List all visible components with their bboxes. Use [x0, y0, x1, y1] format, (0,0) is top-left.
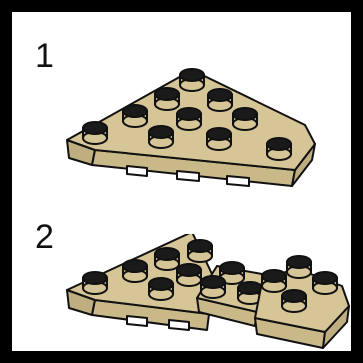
stud [233, 108, 257, 130]
stud [267, 138, 291, 160]
stud [177, 108, 201, 130]
stud [207, 128, 231, 150]
instruction-panel: 1 2 [12, 12, 351, 351]
stud [83, 122, 107, 144]
step-number-2: 2 [35, 220, 54, 254]
stud [313, 272, 337, 294]
stud [287, 256, 311, 278]
step-2-illustration [57, 234, 357, 352]
stud [177, 264, 201, 286]
stud [123, 260, 147, 282]
stud [83, 272, 107, 294]
stud [188, 240, 212, 262]
stud [208, 89, 232, 111]
stud [123, 105, 147, 127]
step-1-illustration [57, 62, 327, 192]
stud [180, 69, 204, 91]
stud [282, 290, 306, 312]
stud [201, 276, 225, 298]
stud [262, 270, 286, 292]
step-number-1: 1 [35, 39, 54, 73]
stud [149, 126, 173, 148]
stud [155, 248, 179, 270]
stud [155, 88, 179, 110]
stud [149, 278, 173, 300]
